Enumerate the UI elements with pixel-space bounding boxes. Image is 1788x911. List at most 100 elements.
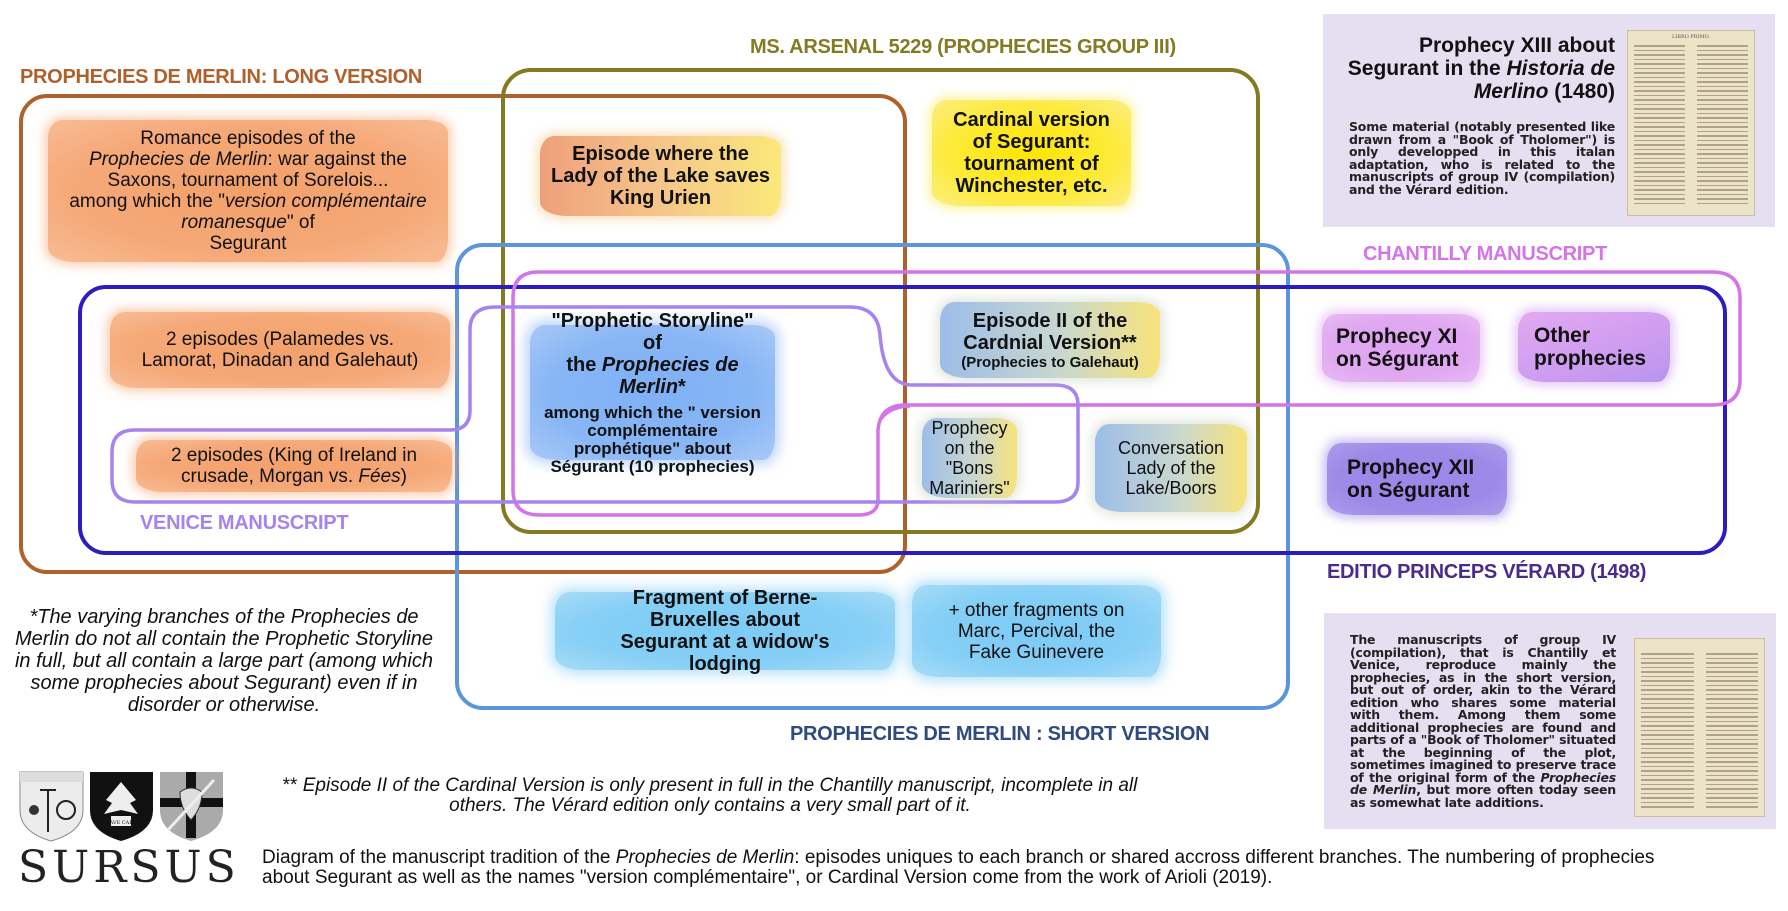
page-text-line — [1634, 153, 1685, 155]
page-text-line — [1641, 756, 1694, 758]
page-text-line — [1697, 193, 1748, 195]
label-verard: EDITIO PRINCEPS VÉRARD (1498) — [1327, 561, 1647, 583]
page-text-line — [1705, 734, 1758, 736]
page-text-line — [1697, 117, 1748, 119]
page-text-line — [1634, 76, 1685, 78]
page-text-line — [1634, 112, 1685, 114]
page-text-line — [1705, 788, 1758, 790]
page-text-line — [1641, 657, 1694, 659]
episode-berne-bruxelles: Fragment of Berne-Bruxelles about Segura… — [555, 587, 895, 675]
page-text-line — [1705, 653, 1758, 655]
page-text-line — [1705, 684, 1758, 686]
page-text-line — [1697, 198, 1748, 200]
page-text-line — [1634, 90, 1685, 92]
page-text-line — [1697, 72, 1748, 74]
page-text-line — [1697, 90, 1748, 92]
page-text-line — [1641, 770, 1694, 772]
page-text-line — [1634, 148, 1685, 150]
page-text-line — [1705, 752, 1758, 754]
page-text-line — [1634, 81, 1685, 83]
page-text-line — [1641, 788, 1694, 790]
page-text-line — [1697, 148, 1748, 150]
page-text-line — [1634, 171, 1685, 173]
page-text-line — [1634, 162, 1685, 164]
page-text-line — [1705, 711, 1758, 713]
page-text-line — [1641, 774, 1694, 776]
page-text-line — [1634, 175, 1685, 177]
page-text-line — [1705, 743, 1758, 745]
page-text-line — [1634, 202, 1685, 204]
page-text-line — [1697, 76, 1748, 78]
page-text-line — [1641, 684, 1694, 686]
page-text-line — [1634, 198, 1685, 200]
page-text-line — [1634, 189, 1685, 191]
page-text-line — [1697, 67, 1748, 69]
page-text-line — [1634, 184, 1685, 186]
label-short-version: PROPHECIES DE MERLIN : SHORT VERSION — [790, 723, 1210, 745]
page-text-line — [1641, 734, 1694, 736]
page-text-line — [1705, 702, 1758, 704]
page-text-line — [1641, 698, 1694, 700]
page-text-line — [1641, 689, 1694, 691]
label-arsenal: MS. ARSENAL 5229 (PROPHECIES GROUP III) — [750, 36, 1176, 58]
page-text-line — [1634, 45, 1685, 47]
episode-other-fragments: + other fragments on Marc, Percival, the… — [912, 585, 1161, 677]
label-long-version: PROPHECIES DE MERLIN: LONG VERSION — [20, 66, 423, 88]
page-text-line — [1634, 94, 1685, 96]
page-text-line — [1705, 716, 1758, 718]
episode-conversation: Conversation Lady of the Lake/Boors — [1095, 424, 1247, 512]
page-text-line — [1634, 157, 1685, 159]
page-text-line — [1634, 72, 1685, 74]
page-text-line — [1641, 797, 1694, 799]
page-text-line — [1641, 801, 1694, 803]
page-text-line — [1641, 729, 1694, 731]
episode-ii-cardinal: Episode II of the Cardnial Version** (Pr… — [940, 302, 1160, 378]
historia-page-image: LIBRO PRIMO. — [1627, 30, 1755, 216]
historia-page-heading: LIBRO PRIMO. — [1671, 34, 1711, 40]
page-text-line — [1705, 707, 1758, 709]
page-text-line — [1697, 85, 1748, 87]
sursus-wordmark: SURSUS — [18, 842, 240, 893]
group-iv-page-image — [1634, 638, 1765, 817]
coat-of-arms-icon: CAVE CABL — [19, 771, 223, 842]
page-text-line — [1641, 747, 1694, 749]
panel-historia-text: Some material (notably presented like dr… — [1349, 119, 1615, 197]
page-text-line — [1641, 671, 1694, 673]
page-text-line — [1697, 162, 1748, 164]
page-text-line — [1641, 743, 1694, 745]
panel-group-iv-text: The manuscripts of group IV (compilation… — [1350, 632, 1616, 810]
page-text-line — [1697, 135, 1748, 137]
page-text-line — [1641, 765, 1694, 767]
page-text-line — [1697, 81, 1748, 83]
page-text-line — [1705, 729, 1758, 731]
page-text-line — [1697, 180, 1748, 182]
page-text-line — [1634, 58, 1685, 60]
episode-other-prophecies: Other prophecies — [1518, 312, 1670, 382]
page-text-line — [1697, 157, 1748, 159]
page-text-line — [1634, 54, 1685, 56]
episode-prophecy-xii: Prophecy XII on Ségurant — [1327, 443, 1507, 515]
page-text-line — [1705, 765, 1758, 767]
page-text-line — [1641, 725, 1694, 727]
page-text-line — [1705, 774, 1758, 776]
page-text-line — [1634, 139, 1685, 141]
page-text-line — [1641, 662, 1694, 664]
page-text-line — [1697, 112, 1748, 114]
page-text-line — [1641, 752, 1694, 754]
page-text-line — [1697, 94, 1748, 96]
label-venice: VENICE MANUSCRIPT — [140, 512, 349, 534]
page-text-line — [1705, 698, 1758, 700]
page-text-line — [1641, 738, 1694, 740]
page-text-line — [1641, 779, 1694, 781]
page-text-line — [1641, 680, 1694, 682]
page-text-line — [1697, 139, 1748, 141]
page-text-line — [1697, 171, 1748, 173]
page-text-line — [1705, 756, 1758, 758]
page-text-line — [1641, 711, 1694, 713]
page-text-line — [1705, 657, 1758, 659]
page-text-line — [1634, 180, 1685, 182]
page-text-line — [1705, 779, 1758, 781]
page-text-line — [1705, 725, 1758, 727]
page-text-line — [1634, 121, 1685, 123]
page-text-line — [1705, 747, 1758, 749]
